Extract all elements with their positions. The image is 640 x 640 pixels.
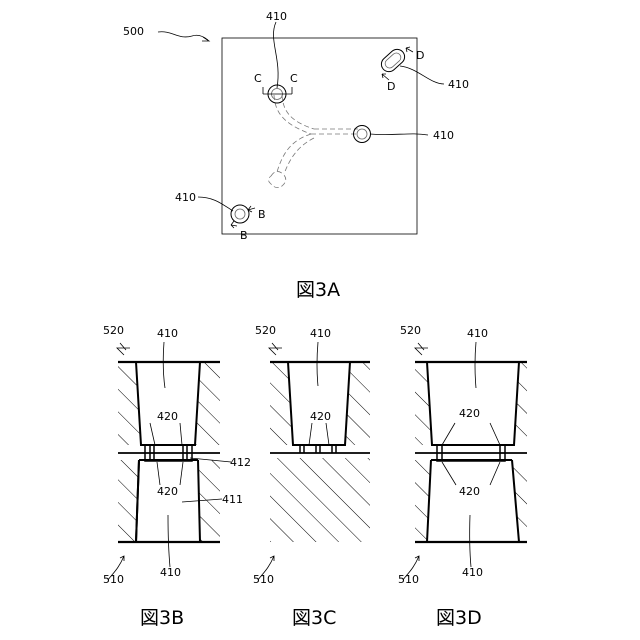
label-410-3c: 410: [310, 327, 331, 340]
label-410-left: 410: [175, 191, 196, 204]
connector-420-3c: [300, 445, 336, 453]
leader-500: [158, 32, 208, 40]
label-410-3b-bottom: 410: [160, 566, 181, 579]
caption-3a: 図3A: [296, 279, 340, 301]
label-410-3d-bottom: 410: [462, 566, 483, 579]
channel-network: [269, 95, 359, 188]
label-420-3b-upper: 420: [157, 410, 178, 423]
label-410-3b-top: 410: [157, 327, 178, 340]
port-410-left: [231, 205, 249, 223]
label-420-3d-lower: 420: [459, 485, 480, 498]
upper-well-3d: [427, 362, 519, 445]
label-510-3c: 510: [253, 573, 274, 586]
label-412-3b: 412: [230, 456, 251, 469]
label-b-bottom: B: [240, 229, 248, 242]
leader-410-right-mid: [370, 134, 428, 135]
label-b-right: B: [258, 208, 266, 221]
caption-3c: 図3C: [292, 607, 336, 629]
label-c-left: C: [254, 72, 262, 85]
label-c-right: C: [290, 72, 298, 85]
label-410-top: 410: [266, 10, 287, 23]
figure-3d-labels: 520 410 420 420 510 410 図3D: [398, 324, 488, 629]
label-d-bottom: D: [387, 80, 395, 93]
label-500: 500: [123, 25, 144, 38]
port-410-middle: [354, 126, 371, 143]
figure-3d: [403, 342, 527, 580]
caption-3d: 図3D: [436, 607, 482, 629]
label-410-right-mid: 410: [433, 129, 454, 142]
upper-well-3b: [136, 362, 200, 445]
label-420-3b-lower: 420: [157, 485, 178, 498]
label-410-right-top: 410: [448, 78, 469, 91]
leader-410-right-top: [400, 66, 444, 84]
leader-410-left: [198, 197, 233, 211]
leader-410-top: [273, 22, 278, 88]
label-411-3b: 411: [222, 493, 243, 506]
label-510-3b: 510: [103, 573, 124, 586]
label-520-3d: 520: [400, 324, 421, 337]
label-420-3c: 420: [310, 410, 331, 423]
caption-3b: 図3B: [140, 607, 184, 629]
figure-3a: [158, 22, 444, 234]
lower-well-3d: [427, 460, 519, 542]
label-520-3b: 520: [103, 324, 124, 337]
port-410-elongated: [378, 46, 407, 75]
label-520-3c: 520: [255, 324, 276, 337]
upper-well-3c: [288, 362, 350, 445]
label-510-3d: 510: [398, 573, 419, 586]
label-410-3d-top: 410: [467, 327, 488, 340]
figure-3b: [108, 342, 231, 580]
label-420-3d-upper: 420: [459, 407, 480, 420]
figure-3c: [258, 342, 370, 580]
label-d-top: D: [416, 49, 424, 62]
